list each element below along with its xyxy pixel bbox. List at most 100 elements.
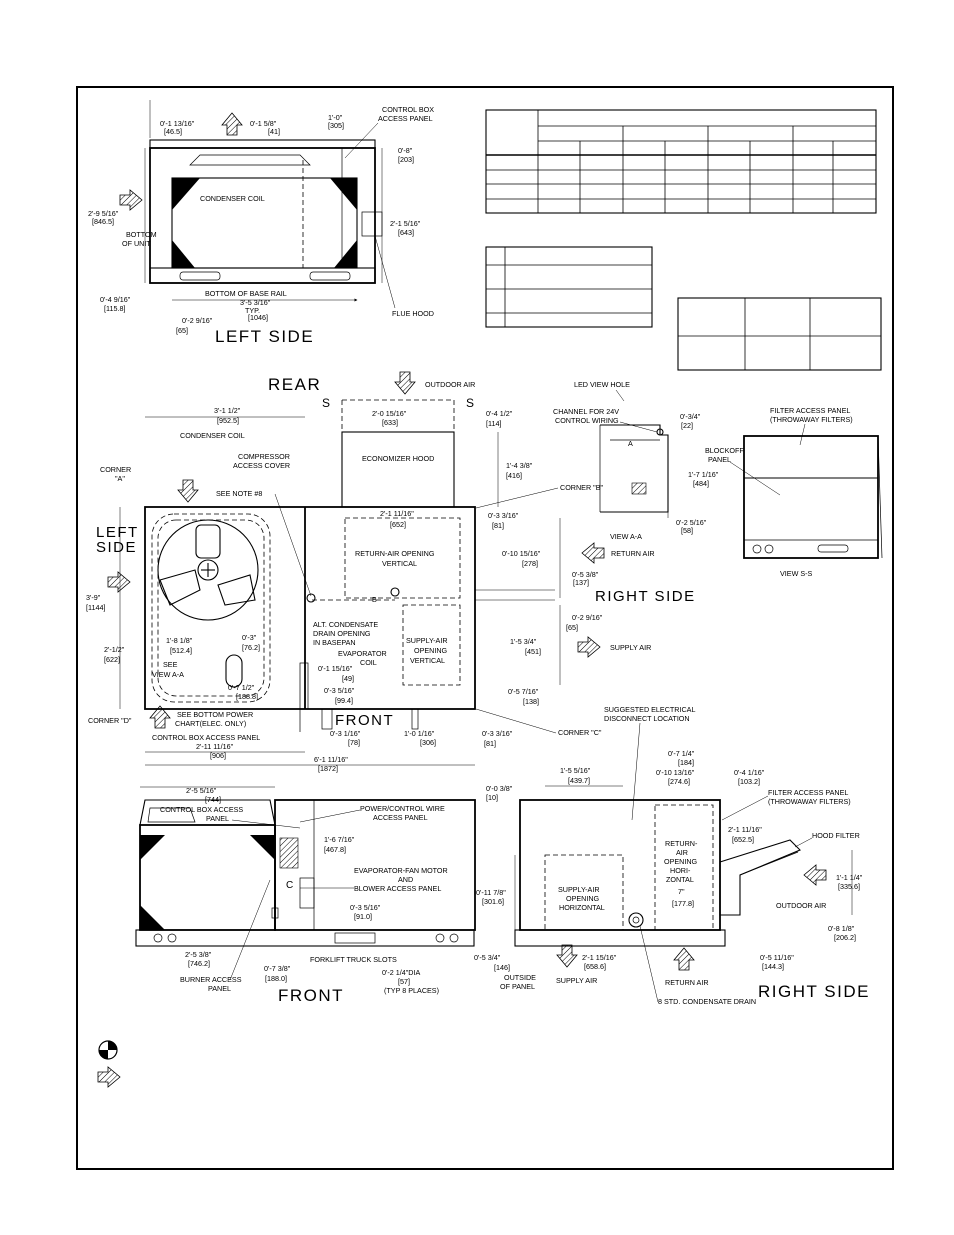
view-aa: [599, 424, 669, 518]
dim-d2m: [41]: [268, 127, 280, 136]
dim-d28m: [99.4]: [335, 696, 353, 705]
title-left-side: LEFT SIDE: [215, 327, 314, 346]
dim-d35m: [1872]: [318, 764, 338, 773]
dim-d21: 3'-9": [86, 593, 101, 602]
label-7in: 7": [678, 887, 685, 896]
dim-d36m: [744]: [205, 795, 221, 804]
airflow-arrow-icon: [97, 1066, 121, 1088]
dim-d8m: [1046]: [248, 313, 268, 322]
dim-d7m: [115.8]: [104, 304, 125, 313]
label-corner-a-1: CORNER: [100, 465, 131, 474]
label-return-horiz-4: HORI-: [670, 866, 691, 875]
dim-d5m: [846.5]: [92, 217, 114, 226]
dim-d50: [177.8]: [672, 899, 694, 908]
label-filter-access-1: FILTER ACCESS PANEL: [768, 788, 848, 797]
label-outdoor-air-right: OUTDOOR AIR: [776, 901, 826, 910]
label-supply-air-plan: SUPPLY AIR: [610, 643, 651, 652]
label-see-view-2: VIEW A-A: [152, 670, 184, 679]
label-economizer-hood: ECONOMIZER HOOD: [362, 454, 434, 463]
drawing-border: [76, 86, 894, 1170]
label-return-air-plan: RETURN AIR: [611, 549, 655, 558]
dim-d47m: [652.5]: [732, 835, 754, 844]
label-dia-3: (TYP 8 PLACES): [384, 986, 439, 995]
dim-d4: 0'-8": [398, 146, 413, 155]
dim-d45m: [274.6]: [668, 777, 690, 786]
label-c: C: [286, 880, 293, 891]
dim-d5: 2'-9 5/16": [88, 209, 119, 218]
dim-d25m: [76.2]: [242, 643, 260, 652]
label-power-wire-1: POWER/CONTROL WIRE: [360, 804, 445, 813]
dim-d45: 0'-10 13/16": [656, 768, 695, 777]
dim-d33: 0'-3 3/16": [482, 729, 513, 738]
label-evap-fan-2: AND: [398, 875, 413, 884]
label-return-horiz-1: RETURN-: [665, 839, 698, 848]
dim-d11m: [633]: [382, 418, 398, 427]
dim-d30m: [138]: [523, 697, 539, 706]
dim-d20m: [137]: [573, 578, 589, 587]
dim-d6m: [643]: [398, 228, 414, 237]
dim-d1m: [46.5]: [164, 127, 182, 136]
dim-d26: 1'-5 3/4": [510, 637, 537, 646]
dim-d24m: [512.4]: [170, 646, 192, 655]
plan-condenser-coil: CONDENSER COIL: [180, 431, 245, 440]
dim-d25: 0'-3": [242, 633, 257, 642]
dim-d37m: [10]: [486, 793, 498, 802]
dim-d41m: [188.0]: [265, 974, 287, 983]
dim-d4m: [203]: [398, 155, 414, 164]
label-cb-access-1: CONTROL BOX ACCESS: [160, 805, 243, 814]
dim-d3: 1'-0": [328, 113, 343, 122]
dim-d39: 0'-3 5/16": [350, 903, 381, 912]
label-burner-2: PANEL: [208, 984, 231, 993]
title-view-ss: VIEW S-S: [780, 569, 813, 578]
dim-d27: 0'-1 15/16": [318, 664, 353, 673]
label-outside-panel-1: OUTSIDE: [504, 973, 536, 982]
dim-d32m: [306]: [420, 738, 436, 747]
label-a: A: [628, 439, 633, 448]
dim-d53: 0'-5 11/16": [760, 953, 794, 962]
label-see-view-1: SEE: [163, 660, 178, 669]
label-outdoor-air-top: OUTDOOR AIR: [425, 380, 475, 389]
dim-d26m: [451]: [525, 647, 541, 656]
dim-d38: 1'-6 7/16": [324, 835, 355, 844]
dim-d40: 2'-5 3/8": [185, 950, 212, 959]
dim-d17m: [652]: [390, 520, 406, 529]
dim-d20: 0'-5 3/8": [572, 570, 599, 579]
dim-d9m: [65]: [176, 326, 188, 335]
label-corner-c: CORNER "C": [558, 728, 602, 737]
left-side-elevation: [149, 139, 383, 284]
dim-d47: 2'-1 11/16": [728, 825, 762, 834]
dim-d23: 2'-1/2": [104, 645, 125, 654]
label-return-horiz-5: ZONTAL: [666, 875, 694, 884]
dim-d43m: [439.7]: [568, 776, 590, 785]
dim-d15: 1'-7 1/16": [688, 470, 719, 479]
label-dia-2: [57]: [398, 977, 410, 986]
label-bottom-of-unit-2: OF UNIT: [122, 239, 151, 248]
dim-d16: 0'-2 5/16": [676, 518, 707, 527]
dim-d18: 0'-3 3/16": [488, 511, 519, 520]
label-bottom-power-2: CHART(ELEC. ONLY): [175, 719, 246, 728]
label-filter-access-ss-1: FILTER ACCESS PANEL: [770, 406, 850, 415]
dim-d52: 2'-1 15/16": [582, 953, 617, 962]
dim-d14m: [22]: [681, 421, 693, 430]
plan-front-label: FRONT: [335, 712, 394, 729]
dim-d44: 0'-7 1/4": [668, 749, 695, 758]
center-of-gravity-icon: [98, 1040, 118, 1060]
right-side-elevation: [514, 799, 801, 947]
label-evap-coil-2: COIL: [360, 658, 377, 667]
label-suggested-elec-2: DISCONNECT LOCATION: [604, 714, 690, 723]
dim-d49: 0'-11 7/8": [476, 888, 506, 897]
dim-d34: 2'-11 11/16": [196, 742, 234, 751]
label-b-plan: B: [372, 595, 377, 604]
plan-left-label-2: SIDE: [96, 539, 137, 556]
label-compressor-2: ACCESS COVER: [233, 461, 290, 470]
dim-d51m: [206.2]: [834, 933, 856, 942]
dim-d46m: [103.2]: [738, 777, 760, 786]
dim-d31: 0'-3 1/16": [330, 729, 361, 738]
dim-d36: 2'-5 5/16": [186, 786, 217, 795]
label-channel-24v-1: CHANNEL FOR 24V: [553, 407, 619, 416]
weights-table: [677, 297, 882, 371]
label-evap-fan-1: EVAPORATOR-FAN MOTOR: [354, 866, 448, 875]
label-flue-hood: FLUE HOOD: [392, 309, 434, 318]
dim-d22: 0'-2 9/16": [572, 613, 603, 622]
